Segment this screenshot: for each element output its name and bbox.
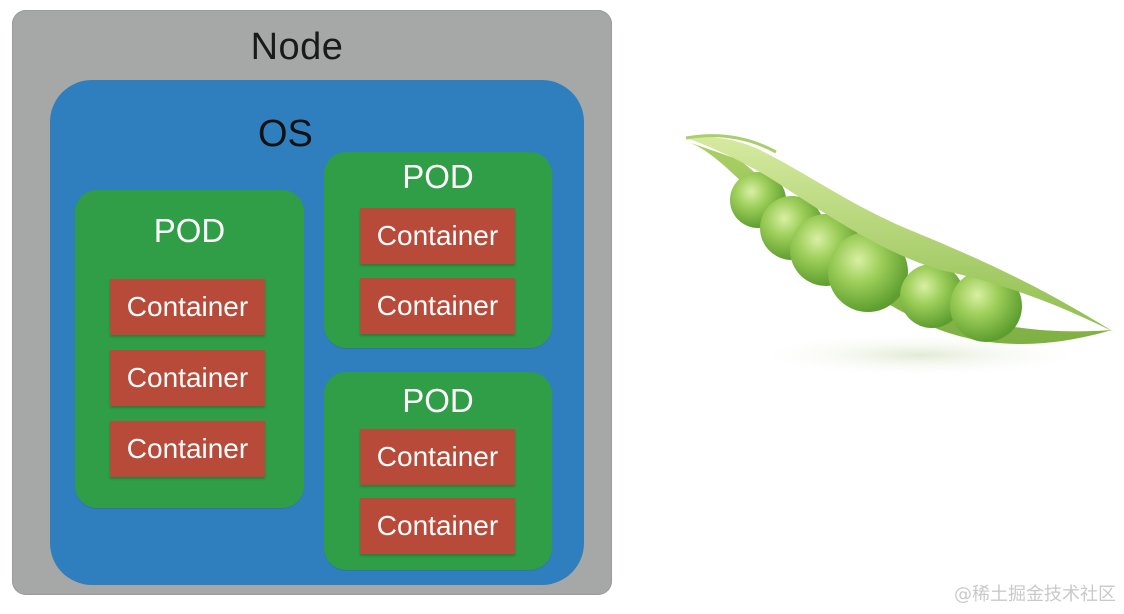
container-box: Container xyxy=(360,208,515,264)
container-box: Container xyxy=(110,350,265,406)
container-box: Container xyxy=(360,429,515,485)
container-box: Container xyxy=(360,498,515,554)
pod-left: POD Container Container Container xyxy=(75,190,304,508)
pod-top-right: POD Container Container xyxy=(324,152,552,348)
watermark-text: @稀土掘金技术社区 xyxy=(954,584,1116,605)
os-box: OS POD Container Container Container POD… xyxy=(50,80,584,585)
pod-label: POD xyxy=(153,212,226,249)
node-label: Node xyxy=(250,26,344,68)
pod-label: POD xyxy=(402,382,474,419)
container-box: Container xyxy=(110,421,265,477)
container-box: Container xyxy=(360,278,515,334)
node-box: Node OS POD Container Container Containe… xyxy=(12,10,612,595)
pod-bottom-right: POD Container Container xyxy=(324,372,552,570)
os-label: OS xyxy=(258,113,313,155)
pea-pod-image xyxy=(680,120,1120,390)
pod-label: POD xyxy=(402,158,474,195)
pea-pod-icon xyxy=(685,134,1114,377)
container-box: Container xyxy=(110,279,265,335)
